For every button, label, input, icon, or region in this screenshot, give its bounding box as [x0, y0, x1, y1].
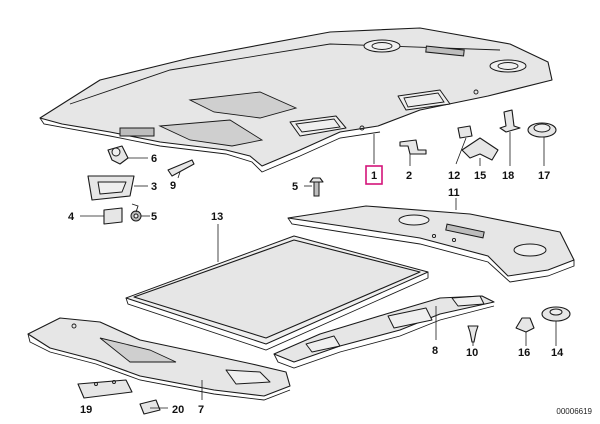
callout-20: 20 — [172, 404, 184, 416]
callout-12: 12 — [448, 170, 460, 182]
clip — [457, 125, 473, 139]
callout-14: 14 — [551, 347, 564, 359]
bolt-upright — [499, 109, 521, 133]
side-rail-lower — [273, 295, 495, 369]
pin — [467, 325, 479, 343]
callout-16: 16 — [518, 347, 530, 359]
screw-left — [130, 203, 142, 222]
callout-15: 15 — [474, 170, 486, 182]
callout-9: 9 — [170, 180, 176, 192]
callout-7: 7 — [198, 404, 204, 416]
small-clip — [139, 399, 161, 415]
sunroof-panel — [125, 235, 429, 351]
reference-number: 00006619 — [556, 407, 592, 416]
trim-strip — [167, 159, 195, 177]
callout-18: 18 — [502, 170, 514, 182]
callout-1: 1 — [371, 170, 377, 182]
screw-center — [309, 177, 324, 197]
callout-4: 4 — [68, 211, 75, 223]
callout-5-center: 5 — [292, 181, 298, 193]
rear-shelf-panel — [287, 205, 575, 283]
hook-clip — [107, 145, 129, 165]
callout-3: 3 — [151, 181, 157, 193]
callout-5-left: 5 — [151, 211, 157, 223]
knob — [515, 317, 535, 333]
callout-10: 10 — [466, 347, 478, 359]
headliner-lower — [27, 317, 291, 401]
round-cover-14 — [541, 306, 571, 322]
callout-17: 17 — [538, 170, 550, 182]
callout-19: 19 — [80, 404, 92, 416]
callout-8: 8 — [432, 345, 438, 357]
callout-11: 11 — [448, 187, 460, 199]
grab-handle — [87, 175, 135, 201]
highlight-box — [365, 165, 383, 185]
curved-trim — [461, 137, 499, 161]
callouts: 1 6 3 9 4 5 5 2 12 15 18 17 11 13 8 10 1… — [68, 153, 564, 416]
bracket — [399, 139, 427, 155]
mount-plate — [77, 379, 133, 399]
callout-2: 2 — [406, 170, 412, 182]
headliner-main — [39, 27, 553, 173]
cover-cap — [103, 207, 123, 225]
round-cover-17 — [527, 122, 557, 138]
callout-13: 13 — [211, 211, 223, 223]
callout-6: 6 — [151, 153, 157, 165]
leader-lines — [80, 132, 557, 409]
